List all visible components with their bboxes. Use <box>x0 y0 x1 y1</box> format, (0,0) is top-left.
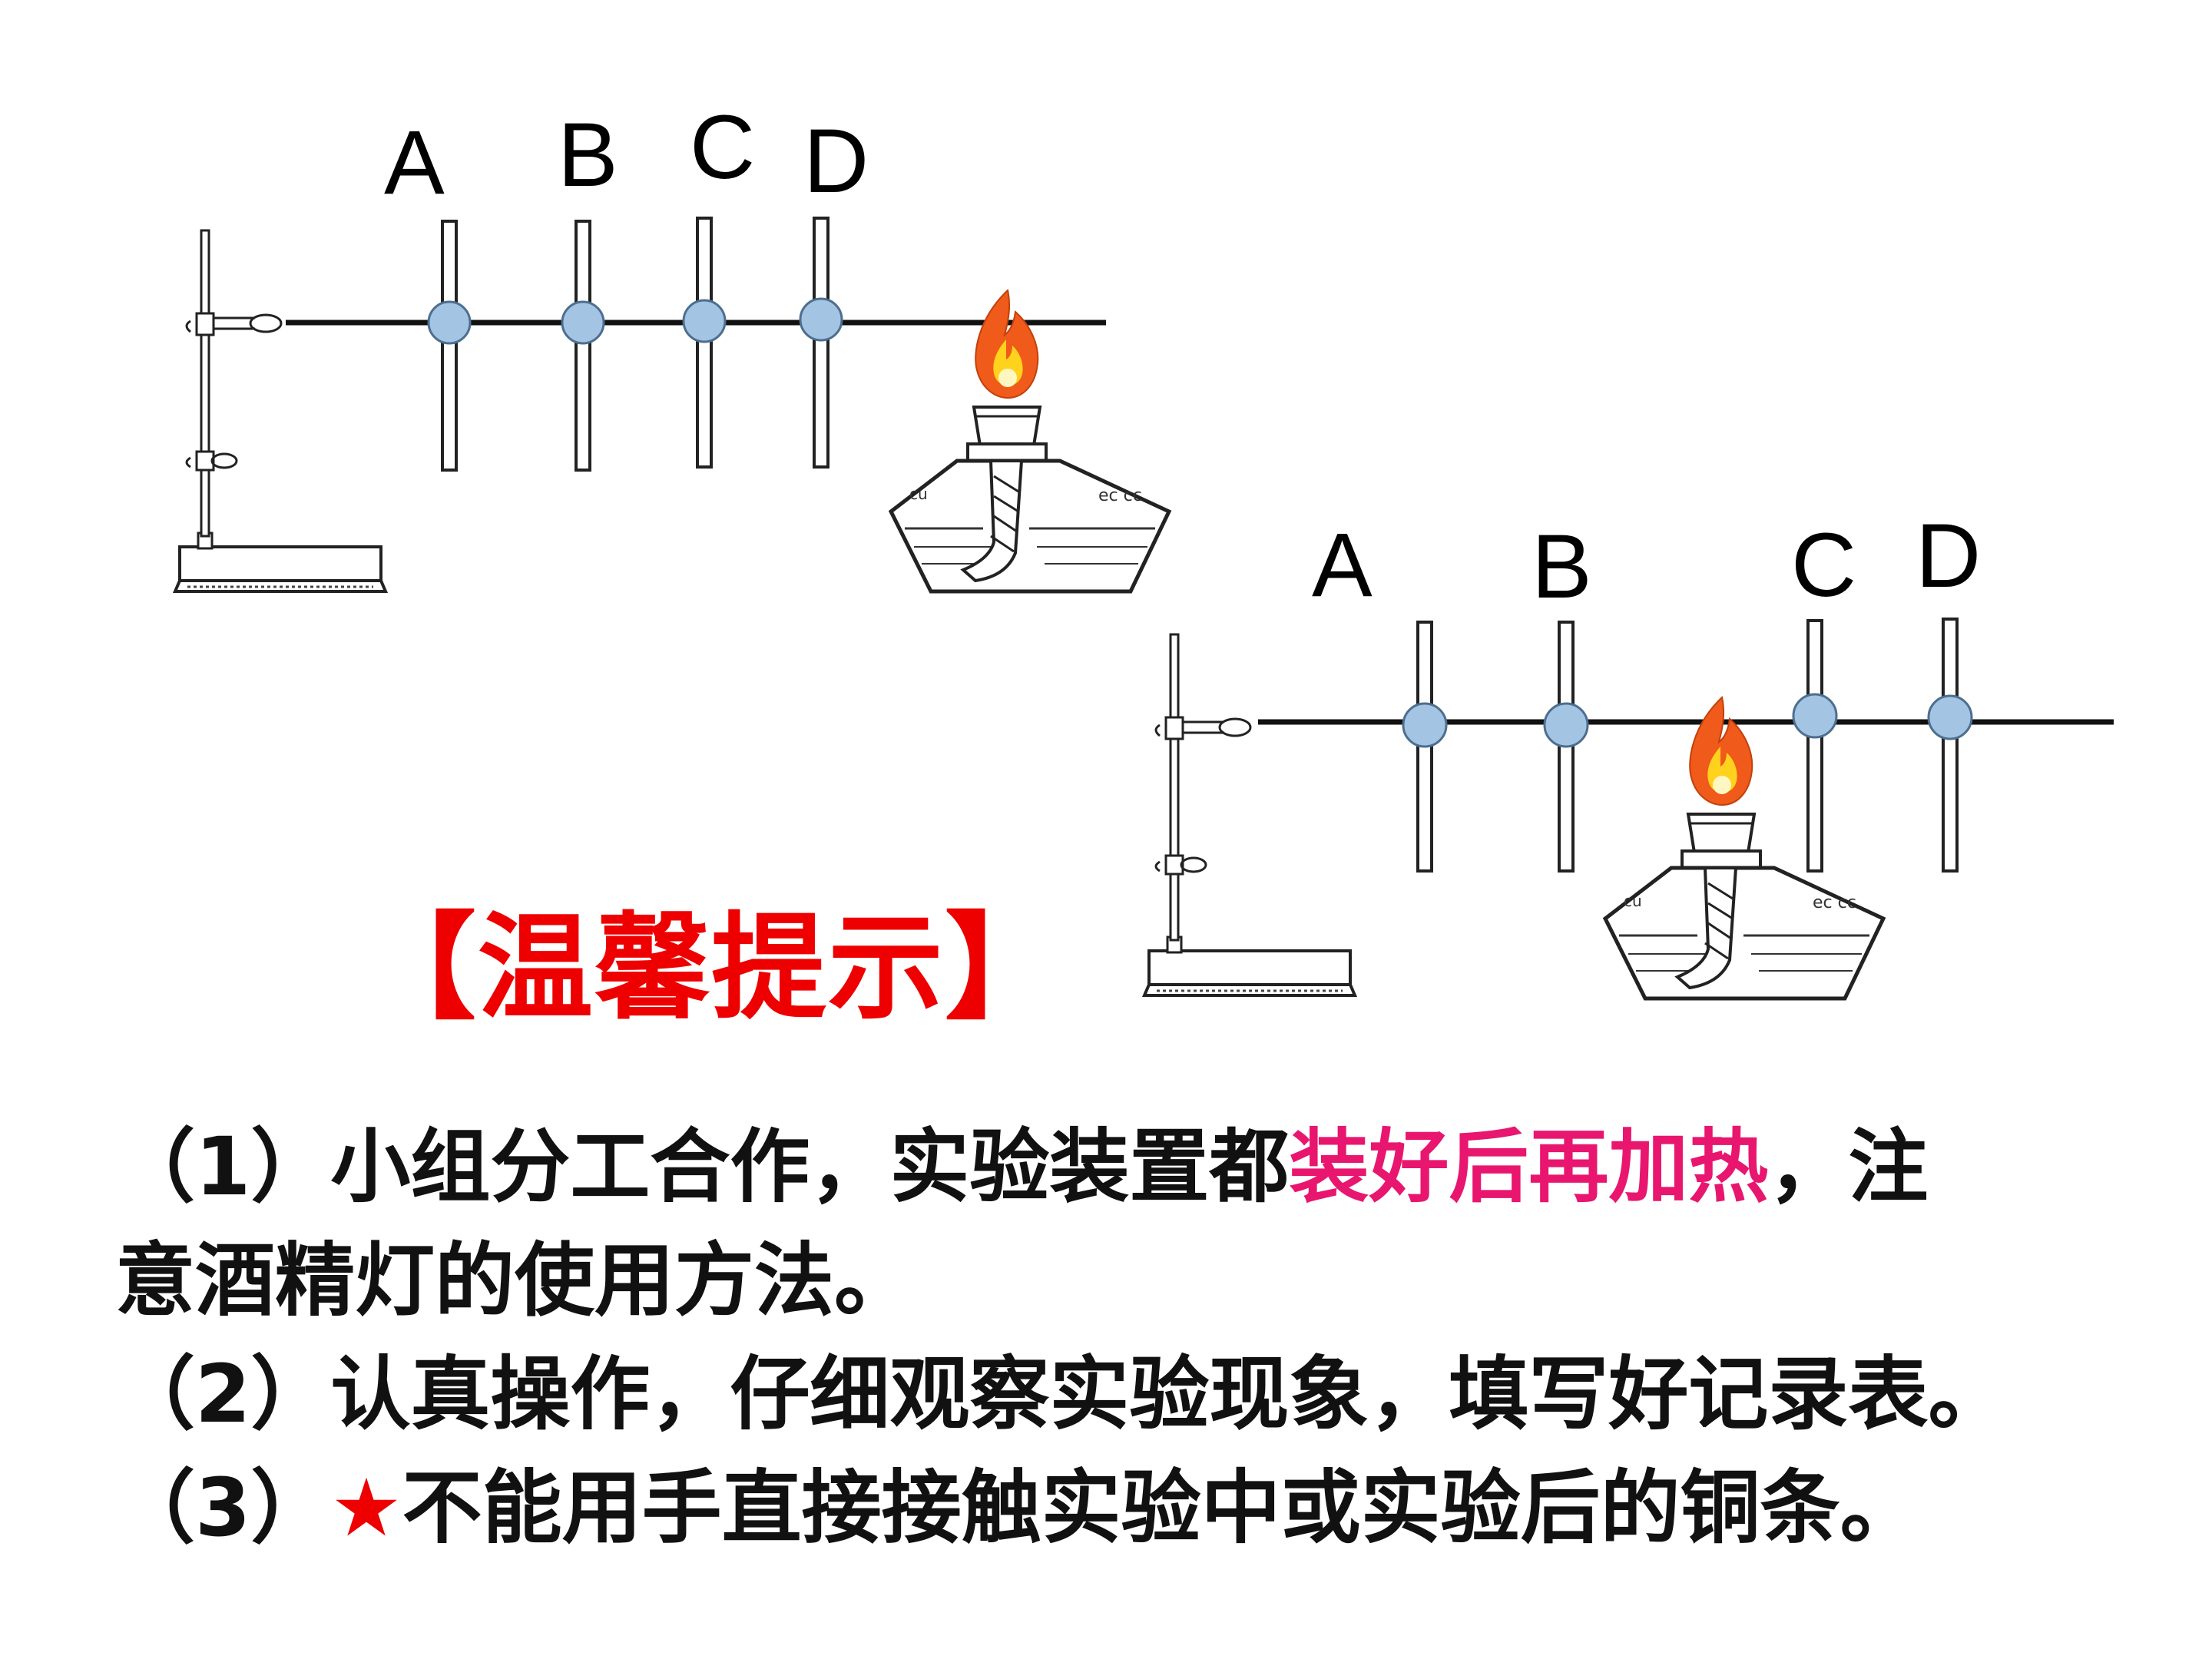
label-1-a: A <box>384 112 445 214</box>
tips-title: 【温馨提示】 <box>361 900 1062 1035</box>
marker-2-a <box>1402 621 1448 873</box>
alcohol-lamp-2 <box>1605 697 1883 998</box>
alcohol-lamp-1 <box>891 290 1169 591</box>
tip-3-prefix: （3） <box>115 1461 331 1555</box>
label-2-d: D <box>1916 505 1981 607</box>
marker-2-d <box>1927 618 1973 873</box>
tips-list: （1）小组分工合作，实验装置都装好后再加热，注 意酒精灯的使用方法。 （2）认真… <box>115 1110 2158 1565</box>
marker-1-d <box>799 217 843 469</box>
marker-2-c <box>1792 619 1838 873</box>
star-icon: ★ <box>330 1461 402 1555</box>
marker-1-c <box>682 217 727 469</box>
marker-1-a <box>427 220 472 472</box>
iron-stand-1 <box>174 229 387 593</box>
tip-1-continuation: 意酒精灯的使用方法。 <box>115 1233 915 1327</box>
tip-item-1: （1）小组分工合作，实验装置都装好后再加热，注 <box>115 1110 2158 1224</box>
label-2-c: C <box>1791 515 1856 616</box>
label-2-b: B <box>1532 516 1592 618</box>
label-1-d: D <box>803 111 869 212</box>
marker-1-b <box>561 220 605 472</box>
tip-1-highlight: 装好后再加热 <box>1289 1120 1769 1214</box>
tip-1-text: （1）小组分工合作，实验装置都 <box>115 1120 1290 1214</box>
tip-item-3: （3）★不能用手直接接触实验中或实验后的铜条。 <box>115 1451 2158 1565</box>
marker-2-b <box>1543 621 1589 873</box>
tip-1-text-end: ，注 <box>1768 1120 1929 1214</box>
setup-1: A B C D <box>174 97 1169 593</box>
label-2-a: A <box>1312 515 1373 616</box>
iron-stand-2 <box>1143 633 1356 997</box>
tip-3-text: 不能用手直接接触实验中或实验后的铜条。 <box>402 1461 1920 1555</box>
label-1-b: B <box>558 104 618 206</box>
setup-2: A B C D <box>1143 505 2114 998</box>
label-1-c: C <box>690 97 755 198</box>
tip-item-2: （2）认真操作，仔细观察实验现象，填写好记录表。 <box>115 1337 2158 1451</box>
tip-item-1-continued: 意酒精灯的使用方法。 <box>115 1224 2158 1337</box>
tip-2-text: （2）认真操作，仔细观察实验现象，填写好记录表。 <box>115 1347 2008 1441</box>
